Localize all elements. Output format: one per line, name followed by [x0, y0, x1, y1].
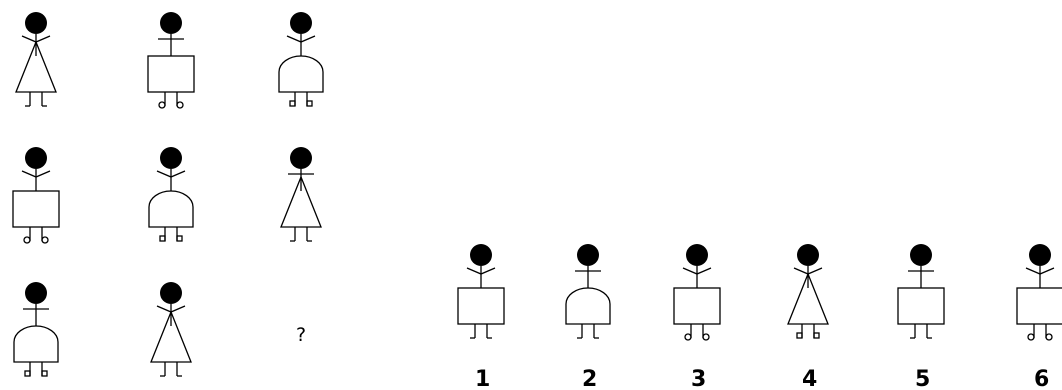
answer-option[interactable]: 5 [897, 244, 945, 390]
head [686, 244, 708, 266]
foot-right-square [176, 235, 183, 242]
matrix-figure [15, 12, 57, 107]
foot-left-round [158, 101, 166, 109]
matrix-figure [12, 147, 60, 244]
foot-left-square [796, 332, 803, 339]
foot-left-square [24, 370, 31, 377]
body-square [12, 190, 60, 228]
foot-left-square [159, 235, 166, 242]
head [160, 147, 182, 169]
arms-angled [286, 35, 316, 43]
body-square [1016, 287, 1062, 325]
body-dome [278, 55, 324, 93]
answer-option[interactable]: 2 [565, 244, 611, 390]
answer-option[interactable]: 3 [673, 244, 721, 390]
matrix-figure [148, 147, 194, 242]
foot-left-round [23, 236, 31, 244]
answer-option[interactable]: 1 [457, 244, 505, 390]
foot-right-round [702, 333, 710, 341]
matrix-figure [278, 12, 324, 107]
matrix-figure [147, 12, 195, 109]
arms-angled [466, 267, 496, 275]
body-triangle [280, 175, 322, 228]
head [470, 244, 492, 266]
body-dome [565, 287, 611, 325]
head [290, 12, 312, 34]
body-dome [148, 190, 194, 228]
head [25, 147, 47, 169]
option-number: 5 [915, 367, 930, 390]
foot-right-round [1045, 333, 1053, 341]
foot-left-round [1027, 333, 1035, 341]
head [1029, 244, 1051, 266]
foot-right-square [41, 370, 48, 377]
body-triangle [787, 272, 829, 325]
missing-figure-mark: ? [296, 324, 306, 346]
arms-angled [682, 267, 712, 275]
matrix-figure [280, 147, 322, 242]
head [25, 282, 47, 304]
foot-left-square [289, 100, 296, 107]
arms-angled [1025, 267, 1055, 275]
foot-right-round [41, 236, 49, 244]
figure-matrix [12, 12, 324, 377]
foot-right-round [176, 101, 184, 109]
foot-left-round [684, 333, 692, 341]
head [160, 282, 182, 304]
body-square [897, 287, 945, 325]
answer-option[interactable]: 4 [787, 244, 829, 390]
arms-angled [156, 170, 186, 178]
head [910, 244, 932, 266]
body-dome [13, 325, 59, 363]
option-number: 4 [802, 367, 817, 390]
arms-angled [21, 170, 51, 178]
body-square [673, 287, 721, 325]
option-number: 1 [475, 367, 490, 390]
body-triangle [15, 40, 57, 93]
foot-right-square [306, 100, 313, 107]
head [290, 147, 312, 169]
answer-option[interactable]: 6 [1016, 244, 1062, 390]
answer-options: 1 2 3 4 5 6 [457, 244, 1062, 390]
body-triangle [150, 310, 192, 363]
head [577, 244, 599, 266]
foot-right-square [813, 332, 820, 339]
option-number: 3 [691, 367, 706, 390]
head [160, 12, 182, 34]
matrix-figure [150, 282, 192, 377]
head [25, 12, 47, 34]
body-square [457, 287, 505, 325]
matrix-figure [13, 282, 59, 377]
body-square [147, 55, 195, 93]
option-number: 6 [1034, 367, 1049, 390]
head [797, 244, 819, 266]
option-number: 2 [582, 367, 597, 390]
